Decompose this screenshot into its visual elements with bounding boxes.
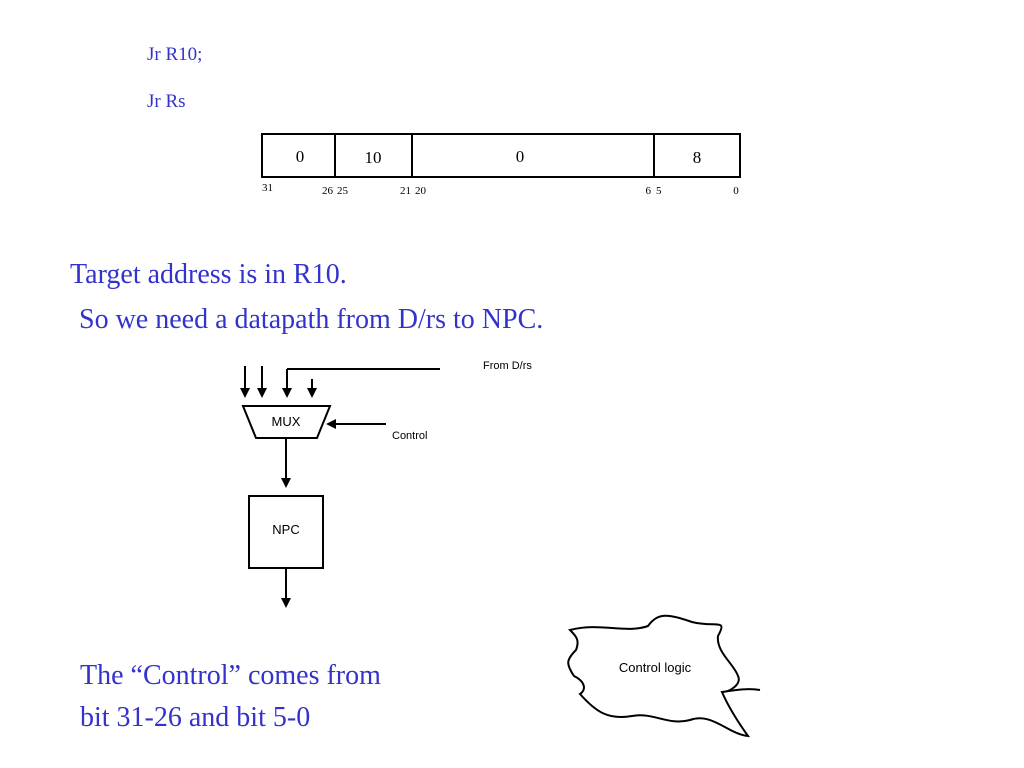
control-logic-tail bbox=[721, 688, 761, 693]
npc-label: NPC bbox=[272, 522, 299, 537]
control-logic-cloud bbox=[567, 614, 751, 738]
code-line-jr-r10: Jr R10; bbox=[147, 44, 203, 65]
bit-label-25: 25 bbox=[337, 185, 349, 197]
field-funct-value: 8 bbox=[693, 148, 702, 167]
explanation-line-1: Target address is in R10. bbox=[70, 259, 347, 290]
control-label: Control bbox=[392, 430, 428, 442]
control-note-line-1: The “Control” comes from bbox=[80, 660, 381, 691]
field-zero-value: 0 bbox=[516, 147, 525, 166]
field-rs-value: 10 bbox=[365, 148, 382, 167]
bit-label-6: 6 bbox=[646, 185, 652, 197]
mux-inputs bbox=[240, 366, 440, 398]
control-note-line-2: bit 31-26 and bit 5-0 bbox=[80, 702, 311, 733]
code-line-jr-rs: Jr Rs bbox=[147, 91, 186, 112]
mux-shape bbox=[241, 405, 332, 439]
bit-label-0: 0 bbox=[733, 185, 739, 197]
instruction-format: 0 10 0 8 31 26 25 21 20 6 5 0 bbox=[261, 133, 741, 197]
bit-label-21: 21 bbox=[400, 185, 411, 197]
field-opcode-value: 0 bbox=[296, 147, 305, 166]
bit-label-5: 5 bbox=[656, 185, 662, 197]
bit-label-31: 31 bbox=[262, 182, 273, 194]
control-logic-label: Control logic bbox=[619, 660, 692, 675]
instruction-box bbox=[261, 133, 741, 178]
mux-label: MUX bbox=[272, 414, 301, 429]
bit-label-26: 26 bbox=[322, 185, 334, 197]
bit-label-20: 20 bbox=[415, 185, 427, 197]
explanation-line-2: So we need a datapath from D/rs to NPC. bbox=[79, 304, 544, 335]
from-drs-label: From D/rs bbox=[483, 360, 532, 372]
